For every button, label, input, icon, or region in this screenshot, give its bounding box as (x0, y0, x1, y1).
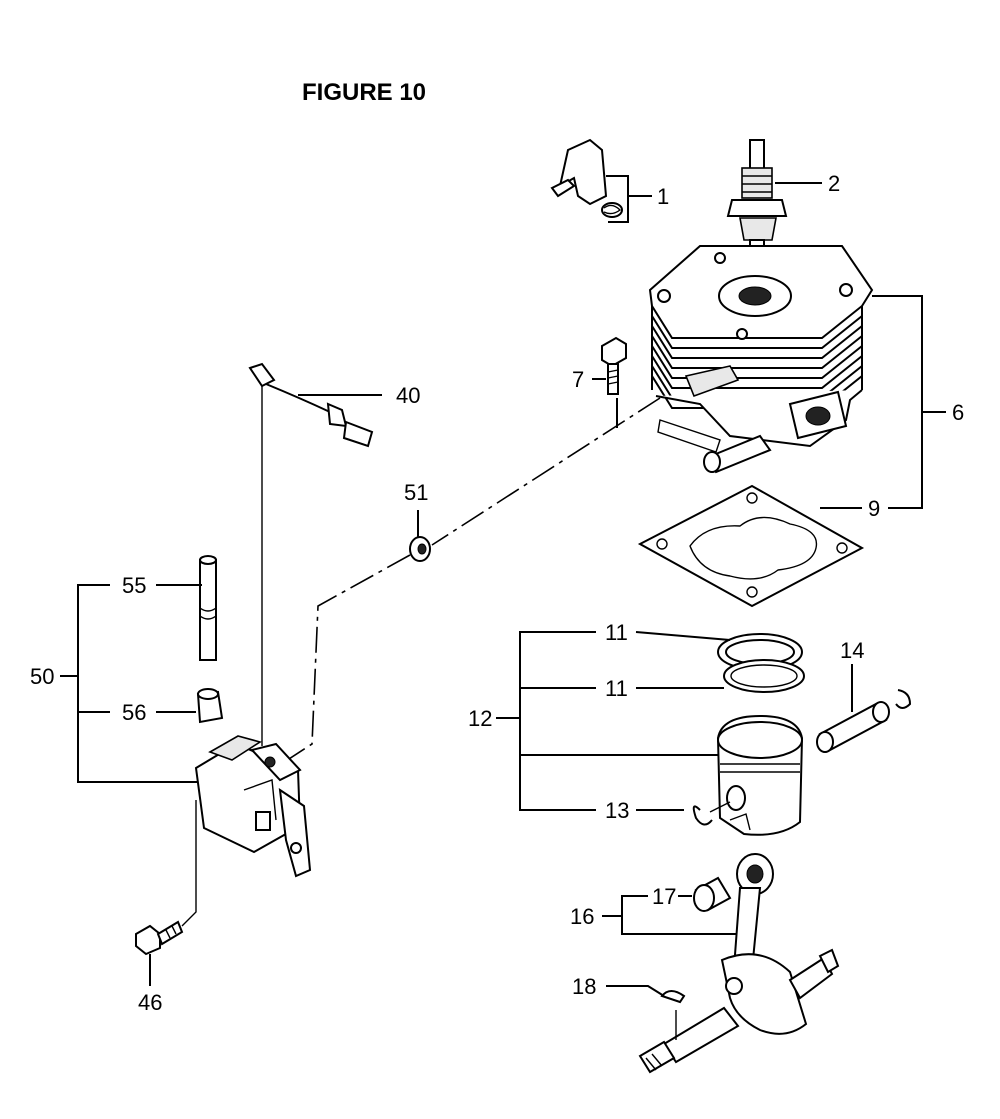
piston (716, 714, 804, 836)
callout-line-18 (606, 985, 665, 997)
callout-9: 9 (868, 496, 880, 521)
woodruff-key (660, 990, 686, 1004)
cylinder-gasket (637, 484, 865, 608)
ground-wire (248, 362, 374, 448)
spark-plug (726, 139, 788, 255)
needle-bearing (693, 876, 732, 912)
callout-12: 12 (468, 706, 492, 731)
callout-16: 16 (570, 904, 594, 929)
figure-title: FIGURE 10 (302, 79, 426, 106)
callout-13: 13 (605, 798, 629, 823)
callout-51: 51 (404, 480, 428, 505)
callout-line-46-guide (181, 800, 197, 927)
callout-40: 40 (396, 383, 420, 408)
spark-plug-boot (550, 138, 623, 218)
piston-pin-clip (692, 805, 713, 826)
cylinder-bolt (601, 336, 627, 395)
callout-46: 46 (138, 990, 162, 1015)
cylinder (648, 245, 874, 474)
callout-1: 1 (657, 184, 669, 209)
callout-2: 2 (828, 171, 840, 196)
callout-55: 55 (122, 573, 146, 598)
coil-bolt (135, 920, 184, 956)
assembly-centerline (271, 397, 661, 771)
callout-11-top: 11 (605, 620, 628, 645)
piston-rings (717, 633, 805, 693)
piston-pin-clip-2 (895, 689, 912, 709)
callout-bracket-12 (519, 631, 596, 811)
callout-7: 7 (572, 367, 584, 392)
callout-18: 18 (572, 974, 596, 999)
crankshaft (638, 853, 840, 1074)
callout-11-bottom: 11 (605, 676, 628, 701)
ignition-coil (194, 735, 312, 878)
callout-bracket-6 (872, 295, 923, 509)
piston-pin (816, 701, 890, 753)
callout-50: 50 (30, 664, 54, 689)
callout-6: 6 (952, 400, 964, 425)
fuel-tube (199, 555, 217, 661)
callout-14: 14 (840, 638, 864, 663)
grommet (196, 688, 224, 724)
callout-17: 17 (652, 884, 676, 909)
washer (409, 536, 431, 562)
callout-bracket-50 (77, 584, 200, 783)
callout-line-1 (606, 175, 629, 223)
callout-56: 56 (122, 700, 146, 725)
